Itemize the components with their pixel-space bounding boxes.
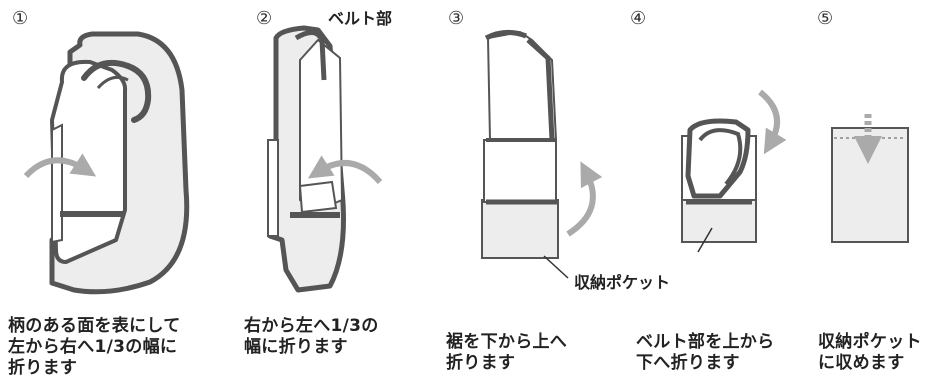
step-1-illustration (23, 31, 190, 295)
step-3-caption: 裾を下から上へ 折ります (446, 332, 568, 373)
step-5-illustration (831, 114, 909, 243)
step-3-illustration (481, 30, 603, 279)
pocket-label: 収納ポケット (574, 273, 671, 292)
step-4-number: ④ (630, 8, 647, 29)
belt-strap (294, 30, 327, 81)
neck-strap (81, 60, 152, 123)
step-5-number: ⑤ (817, 8, 834, 29)
upper-part (486, 30, 558, 141)
edge-panel (267, 139, 279, 237)
step-5-caption: 収納ポケット に収めます (818, 332, 922, 373)
step-4-caption: ベルト部を上から 下へ折ります (636, 332, 775, 373)
lower-panel (481, 199, 559, 259)
step-1-caption: 柄のある面を表にして 左から右へ1/3の幅に 折ります (8, 316, 181, 378)
curved-arrow-up-icon (566, 161, 603, 237)
side-strap (526, 38, 555, 141)
left-edge-panel (51, 123, 63, 244)
middle-panel (483, 139, 557, 203)
step-3-number: ③ (448, 8, 465, 29)
step-2-caption: 右から左へ1/3の 幅に折ります (244, 316, 379, 357)
curved-arrow-left-icon (307, 155, 383, 185)
curved-arrow-right-icon (23, 153, 97, 179)
pocket-leader-line (543, 255, 569, 279)
belt-label: ベルト部 (328, 9, 393, 28)
pocket-leader-line (697, 227, 713, 253)
curved-arrow-down-icon (758, 89, 787, 155)
pocket-rect (298, 180, 338, 214)
step-1-number: ① (12, 8, 29, 29)
step-2-illustration (267, 25, 383, 293)
step-4-illustration (681, 89, 787, 253)
step-2-number: ② (256, 8, 273, 29)
pocket-panel (681, 199, 757, 243)
